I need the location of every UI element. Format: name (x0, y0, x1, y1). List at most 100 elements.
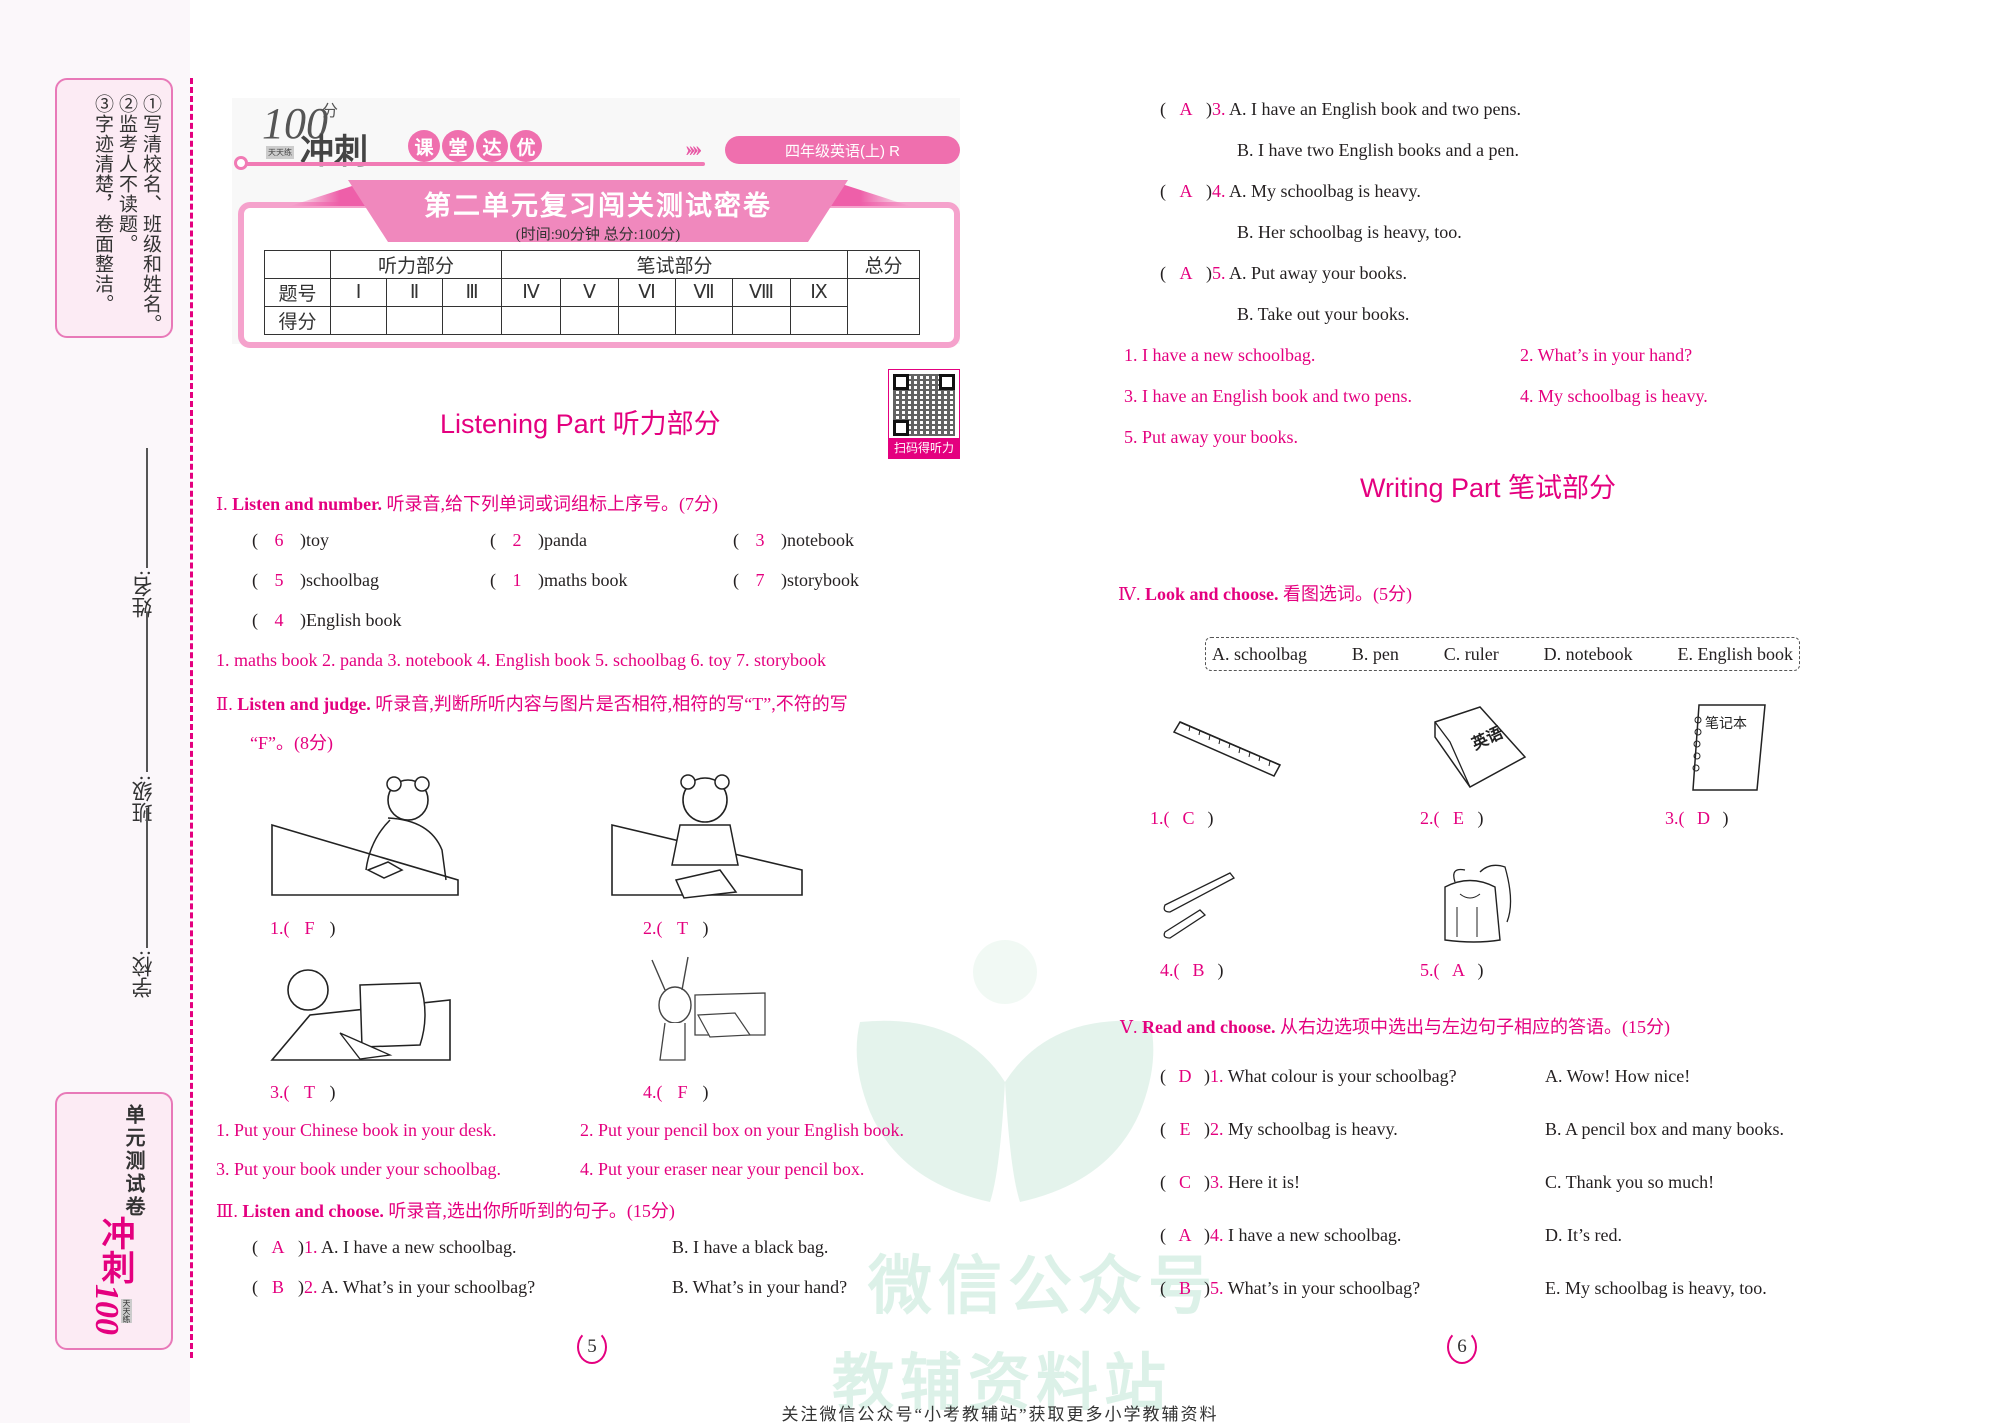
answer[interactable]: T (304, 1082, 315, 1102)
header-rule-dot (234, 156, 248, 170)
answer[interactable]: D (1697, 808, 1710, 828)
score-cell[interactable] (330, 306, 387, 335)
qr-finder (893, 420, 909, 436)
item-label: 2.( (1420, 808, 1440, 828)
badge-char: 达 (476, 130, 508, 162)
q2-item: 4.(F) (643, 1082, 709, 1103)
answer[interactable]: 4 (274, 610, 284, 630)
q4-item: 2.(E) (1420, 808, 1484, 829)
q3-chinese: 听录音,选出你所听到的句子。(15分) (388, 1201, 675, 1221)
title-banner (348, 180, 848, 242)
school-label: 学校: (131, 950, 155, 998)
score-cell[interactable] (386, 306, 443, 335)
answer[interactable]: B (1192, 960, 1205, 980)
qr-finder (939, 374, 955, 390)
answer[interactable]: A (1452, 960, 1465, 980)
q3-script-4: 4. My schoolbag is heavy. (1520, 386, 1708, 406)
score-cell[interactable] (732, 306, 791, 335)
brand-edition: 天天练 (121, 1299, 132, 1323)
watermark-text-1: 微信公众号 (868, 1250, 1218, 1322)
score-cell[interactable] (790, 306, 848, 335)
q5-heading: Ⅴ. Read and choose. 从右边选项中选出与左边句子相应的答语。(… (1120, 1013, 1670, 1039)
footer-note: 关注微信公众号“小考教辅站”获取更多小学教辅资料 (781, 1405, 1219, 1423)
response-option: C. Thank you so much! (1545, 1172, 1715, 1192)
q1-item: (1)maths book (490, 570, 628, 590)
answer[interactable]: 7 (755, 570, 765, 590)
answer[interactable]: A (1179, 99, 1193, 119)
cut-line (190, 78, 193, 1358)
q4-english: Look and choose. (1144, 584, 1279, 604)
numeral: Ⅵ (618, 278, 676, 307)
answer[interactable]: 6 (274, 530, 284, 550)
paren: ) (1207, 808, 1214, 828)
q5-item: (D)1. What colour is your schoolbag? (1160, 1066, 1457, 1086)
badge-char: 课 (408, 130, 440, 162)
answer[interactable]: C (1182, 808, 1195, 828)
answer[interactable]: A (1179, 263, 1193, 283)
item-label: 4.( (643, 1082, 663, 1102)
item-number: 5. (1210, 1278, 1224, 1298)
score-cell[interactable] (618, 306, 676, 335)
class-input-line[interactable] (146, 612, 148, 772)
answer[interactable]: A (271, 1237, 285, 1257)
name-input-line[interactable] (146, 448, 148, 568)
word: English book (306, 610, 402, 630)
answer[interactable]: E (1453, 808, 1464, 828)
item-label: 1.( (270, 918, 290, 938)
item-label: 4.( (1160, 960, 1180, 980)
q3-heading: Ⅲ. Listen and choose. 听录音,选出你所听到的句子。(15分… (216, 1197, 675, 1223)
answer[interactable]: 3 (755, 530, 765, 550)
picture-bear-eraser (271, 776, 459, 896)
total-score-cell[interactable] (847, 278, 920, 335)
q4-item: 1.(C) (1150, 808, 1214, 829)
word-option: E. English book (1677, 643, 1793, 664)
word: toy (306, 530, 330, 550)
answer[interactable]: A (1179, 181, 1193, 201)
answer[interactable]: E (1179, 1119, 1191, 1139)
word-option: A. schoolbag (1212, 643, 1307, 664)
option-b: B. What’s in your hand? (672, 1277, 848, 1297)
header-rule (240, 162, 705, 166)
paren: ) (1217, 960, 1224, 980)
score-cell[interactable] (560, 306, 619, 335)
question: Here it is! (1228, 1172, 1300, 1192)
answer[interactable]: F (677, 1082, 688, 1102)
numeral: Ⅴ (560, 278, 619, 307)
answer[interactable]: F (304, 918, 315, 938)
q2-script-2: 2. Put your pencil box on your English b… (580, 1120, 904, 1140)
q4-item: 4.( B) (1160, 960, 1224, 981)
logo-edition: 天天练 (266, 146, 294, 159)
response-option: E. My schoolbag is heavy, too. (1545, 1278, 1767, 1298)
option-a: A. What’s in your schoolbag? (321, 1277, 536, 1297)
answer[interactable]: A (1178, 1225, 1192, 1245)
score-cell[interactable] (501, 306, 561, 335)
item-number: 1. (304, 1237, 318, 1257)
answer[interactable]: T (677, 918, 688, 938)
schoolbag-icon (1444, 864, 1512, 943)
option-b: B. I have two English books and a pen. (1237, 140, 1519, 160)
answer[interactable]: 2 (512, 530, 522, 550)
item-label: 3.( (1665, 808, 1685, 828)
logo-number: 100 (262, 99, 328, 148)
answer[interactable]: B (271, 1277, 284, 1297)
answer[interactable]: 1 (512, 570, 522, 590)
q2-item: 2.(T) (643, 918, 709, 939)
answer[interactable]: 5 (274, 570, 284, 590)
q4-chinese: 看图选词。(5分) (1283, 584, 1413, 604)
word-option: B. pen (1351, 643, 1399, 664)
answer[interactable]: B (1178, 1278, 1191, 1298)
q3-item: (A)3. A. I have an English book and two … (1160, 99, 1521, 119)
item-label: 5.( (1420, 960, 1440, 980)
q4-heading: Ⅳ. Look and choose. 看图选词。(5分) (1118, 580, 1412, 606)
qr-code[interactable]: 扫码得听力 (888, 369, 960, 459)
note-2: ②监考人不读题。 (116, 94, 137, 254)
answer[interactable]: D (1178, 1066, 1192, 1086)
brand-logo-num: 100 (88, 1284, 125, 1335)
item-number: 2. (1210, 1119, 1224, 1139)
school-input-line[interactable] (146, 808, 148, 948)
option-b: B. Take out your books. (1237, 304, 1410, 324)
row-label-score: 得分 (264, 306, 331, 335)
answer[interactable]: C (1178, 1172, 1191, 1192)
score-cell[interactable] (442, 306, 502, 335)
score-cell[interactable] (675, 306, 733, 335)
